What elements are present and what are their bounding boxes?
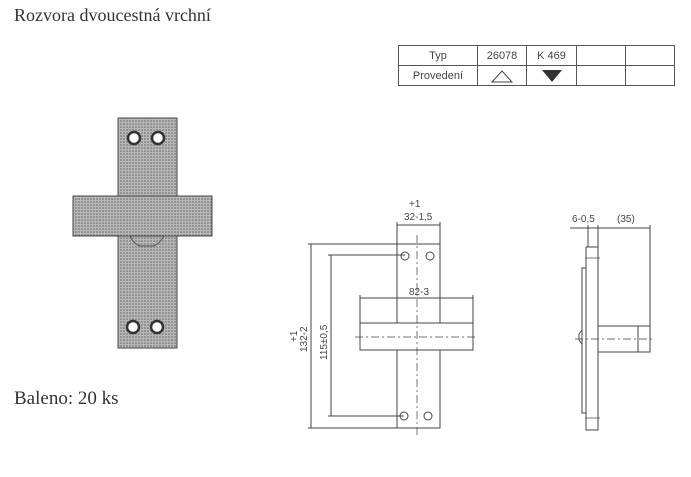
- hole-spacing-dimension: 115±0,5: [319, 324, 330, 360]
- variant-cell: [477, 65, 527, 86]
- type-cell: 26078: [477, 45, 527, 66]
- height-tolerance: +1: [289, 330, 300, 342]
- width-dimension: 32-1,5: [404, 212, 433, 223]
- side-view-drawing: [570, 225, 655, 431]
- triangle-filled-icon: [541, 69, 562, 82]
- table-row: Provedení: [398, 65, 675, 86]
- projection-dimension: (35): [617, 214, 635, 225]
- page-title: Rozvora dvoucestná vrchní: [14, 5, 211, 25]
- bar-length-dimension: 82-3: [409, 287, 429, 298]
- front-view-drawing: [308, 222, 478, 435]
- variant-cell: [526, 65, 577, 86]
- thickness-dimension: 6-0,5: [572, 214, 595, 225]
- packaging-info: Baleno: 20 ks: [14, 388, 119, 409]
- product-photo: [72, 117, 213, 349]
- variant-label: Provedení: [398, 65, 478, 86]
- height-dimension: 132-2: [299, 326, 310, 352]
- triangle-outline-icon: [490, 69, 514, 82]
- spec-table: Typ 26078 K 469 Provedení: [398, 45, 675, 86]
- width-tolerance: +1: [409, 199, 421, 210]
- table-row: Typ 26078 K 469: [398, 45, 675, 66]
- variant-cell: [625, 65, 675, 86]
